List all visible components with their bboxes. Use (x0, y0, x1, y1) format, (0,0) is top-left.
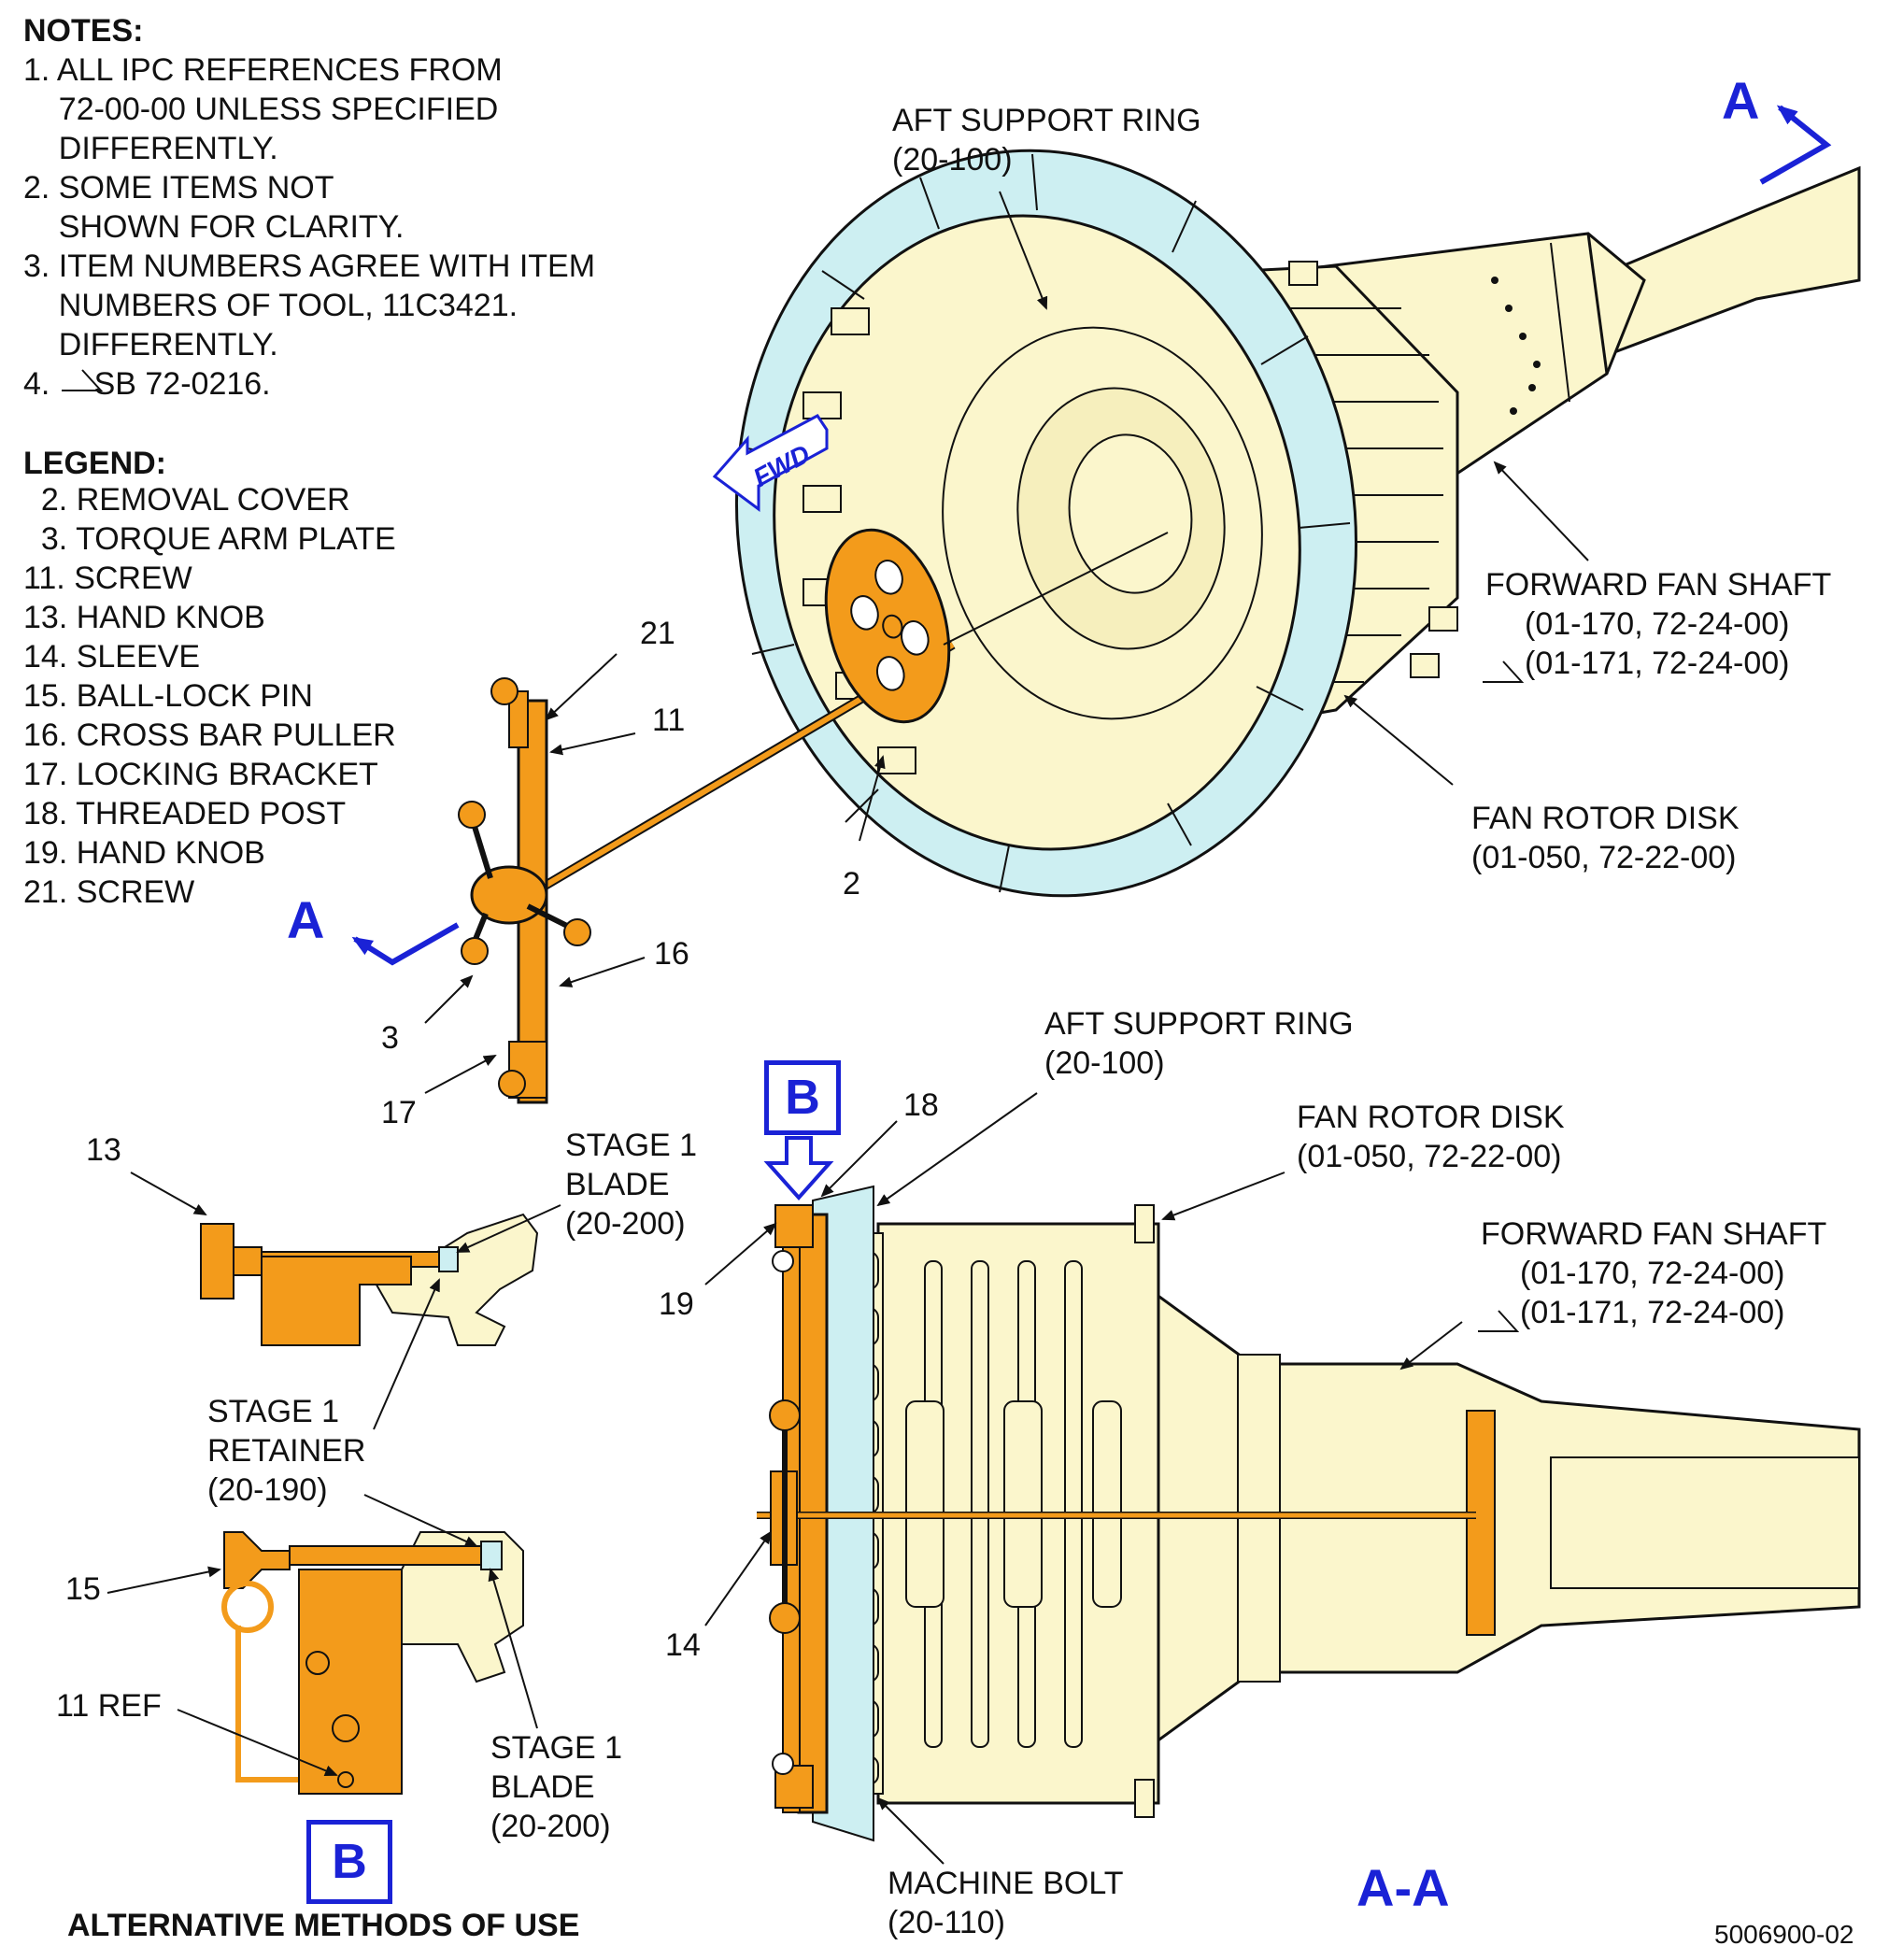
legend-item: 2. REMOVAL COVER (23, 482, 350, 518)
legend-item: 17. LOCKING BRACKET (23, 757, 378, 792)
callout-16: 16 (654, 936, 689, 972)
fwd-shaft-label: FORWARD FAN SHAFT (1485, 567, 1832, 603)
detail-b-lower-drawing (221, 1531, 524, 1795)
callout-11-ref: 11 REF (56, 1688, 162, 1724)
section-aa-drawing (757, 1185, 1861, 1842)
cross-bar-puller-drawing (458, 528, 1169, 1104)
view-b-box-bottom: B (306, 1820, 392, 1904)
legend-item: 19. HAND KNOB (23, 835, 265, 871)
legend-item: 13. HAND KNOB (23, 600, 265, 635)
note-line: SHOWN FOR CLARITY. (23, 209, 405, 245)
aa-fwd-shaft-ref2: (01-171, 72-24-00) (1520, 1295, 1785, 1330)
callout-21: 21 (640, 616, 675, 651)
legend-list: 2. REMOVAL COVER 3. TORQUE ARM PLATE 11.… (23, 480, 396, 912)
legend-heading: LEGEND: (23, 446, 166, 481)
section-aa-leader-lines (704, 1092, 1463, 1865)
legend-item: 21. SCREW (23, 874, 195, 910)
stage1-blade-label-bottom: BLADE (490, 1769, 595, 1805)
fwd-shaft-ref1: (01-170, 72-24-00) (1525, 606, 1790, 642)
section-a-marker-top: A (1722, 71, 1760, 130)
callout-3: 3 (381, 1020, 399, 1056)
note-line: DIFFERENTLY. (23, 131, 278, 166)
sb-triangle-icon (1483, 660, 1524, 683)
note-line: 3. ITEM NUMBERS AGREE WITH ITEM (23, 249, 596, 284)
legend-item: 11. SCREW (23, 561, 192, 596)
notes-heading: NOTES: (23, 13, 144, 49)
figure-id: 5006900-02 (1714, 1920, 1854, 1949)
callout-13: 13 (86, 1132, 121, 1168)
sb-triangle-icon (1478, 1310, 1519, 1332)
callout-14: 14 (665, 1627, 701, 1663)
notes-list: 1. ALL IPC REFERENCES FROM 72-00-00 UNLE… (23, 50, 595, 404)
legend-item: 16. CROSS BAR PULLER (23, 717, 396, 753)
stage1-blade-label: BLADE (565, 1167, 670, 1202)
legend-item: 15. BALL-LOCK PIN (23, 678, 313, 714)
callout-2: 2 (843, 866, 860, 902)
section-aa-title: A-A (1356, 1858, 1450, 1917)
machine-bolt-label: MACHINE BOLT (888, 1866, 1124, 1901)
callout-15: 15 (65, 1571, 101, 1607)
fan-disk-ref: (01-050, 72-22-00) (1471, 840, 1737, 875)
callout-17: 17 (381, 1095, 417, 1130)
stage1-blade-ref: (20-200) (565, 1206, 686, 1242)
fwd-shaft-ref2: (01-171, 72-24-00) (1525, 646, 1790, 681)
detail-b-leader-lines (107, 1172, 561, 1776)
section-a-arrows (351, 105, 1832, 966)
view-b-arrow (763, 1136, 834, 1201)
stage1-blade-label: STAGE 1 (565, 1128, 698, 1163)
sb-triangle-icon (62, 369, 103, 391)
aft-support-ring-drawing (735, 149, 1357, 898)
callout-19: 19 (659, 1286, 694, 1322)
aa-aft-ring-label: AFT SUPPORT RING (1044, 1006, 1354, 1042)
view-b-box-top: B (764, 1060, 841, 1135)
legend-item: 3. TORQUE ARM PLATE (23, 521, 396, 557)
top-leader-lines (424, 191, 1589, 1094)
callout-18: 18 (903, 1087, 939, 1123)
machine-bolt-ref: (20-110) (888, 1905, 1005, 1940)
aa-fan-disk-ref: (01-050, 72-22-00) (1297, 1139, 1562, 1174)
detail-b-upper-drawing (200, 1213, 539, 1346)
note-line: DIFFERENTLY. (23, 327, 278, 362)
note-line: 72-00-00 UNLESS SPECIFIED (23, 92, 499, 127)
note-line: 2. SOME ITEMS NOT (23, 170, 334, 206)
aft-ring-label: AFT SUPPORT RING (892, 103, 1201, 138)
aa-fwd-shaft-label: FORWARD FAN SHAFT (1481, 1216, 1827, 1252)
aa-aft-ring-ref: (20-100) (1044, 1045, 1165, 1081)
legend-item: 14. SLEEVE (23, 639, 201, 675)
fan-disk-label: FAN ROTOR DISK (1471, 801, 1740, 836)
aa-fan-disk-label: FAN ROTOR DISK (1297, 1100, 1565, 1135)
callout-11: 11 (652, 703, 686, 738)
note-line: 4. SB 72-0216. (23, 366, 271, 402)
stage1-retainer-label: STAGE 1 (207, 1394, 340, 1429)
note-line: 1. ALL IPC REFERENCES FROM (23, 52, 503, 88)
fwd-arrow-graphic (712, 414, 829, 512)
legend-item: 18. THREADED POST (23, 796, 347, 831)
stage1-retainer-label: RETAINER (207, 1433, 366, 1469)
stage1-blade-ref-bottom: (20-200) (490, 1809, 611, 1844)
alternative-methods-caption: ALTERNATIVE METHODS OF USE (67, 1908, 580, 1943)
note-line: NUMBERS OF TOOL, 11C3421. (23, 288, 518, 323)
section-a-marker-left: A (287, 890, 325, 949)
aft-ring-ref: (20-100) (892, 142, 1013, 178)
stage1-blade-label-bottom: STAGE 1 (490, 1730, 623, 1766)
stage1-retainer-ref: (20-190) (207, 1472, 328, 1508)
aa-fwd-shaft-ref1: (01-170, 72-24-00) (1520, 1256, 1785, 1291)
